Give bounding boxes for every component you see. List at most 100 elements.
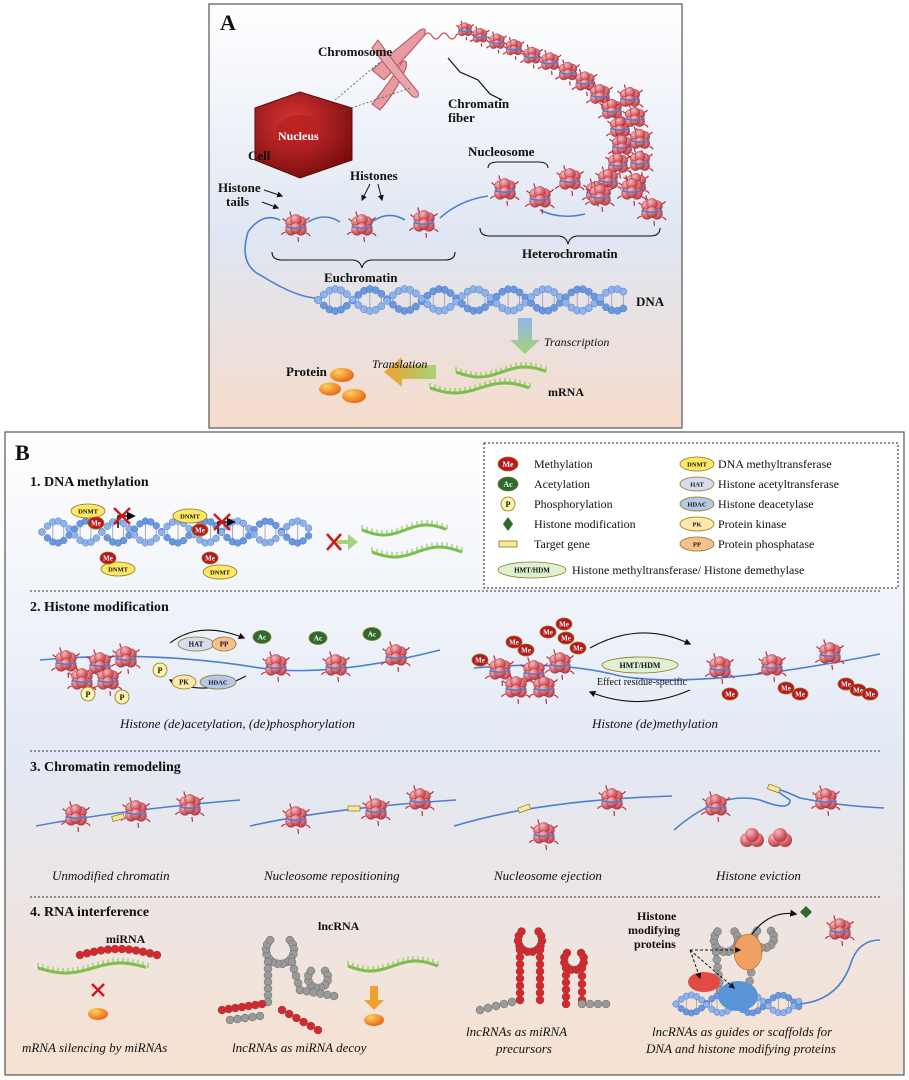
- evicted-histone: [740, 828, 764, 847]
- mirna-bead: [515, 974, 525, 983]
- tails-arrow-2: [261, 201, 280, 210]
- histone-tails-label-1: Histone: [218, 180, 261, 195]
- backbone-bead: [475, 306, 484, 315]
- backbone-bead: [212, 534, 220, 542]
- histones-arrow-2: [377, 183, 384, 202]
- backbone-bead: [319, 301, 328, 310]
- legend-label: Histone acetyltransferase: [718, 477, 839, 491]
- methylation-mark: Me: [555, 617, 573, 631]
- lncrna-bead: [255, 1011, 265, 1021]
- lncrna-bead: [233, 1014, 242, 1024]
- mirna-bead: [535, 974, 545, 983]
- backbone-bead: [272, 521, 280, 530]
- phosphorylation-mark-text: P: [86, 690, 91, 699]
- forward-arrow: [169, 629, 246, 644]
- legend-label: Protein kinase: [718, 517, 786, 531]
- chromosome-icon: [371, 28, 426, 111]
- histone-modification-mark: [800, 906, 812, 918]
- blocked-arrow-icon: [326, 533, 358, 551]
- backbone-bead: [550, 288, 558, 296]
- legend-label: Histone modification: [534, 517, 636, 531]
- backbone-bead: [561, 298, 570, 307]
- mirna-bead: [515, 967, 525, 976]
- dnmt-badge: DNMT: [70, 503, 106, 519]
- effect-residue-specific-label: Effect residue-specific: [597, 677, 688, 688]
- open-nucleosome: [704, 653, 735, 684]
- mirna-bead: [535, 960, 545, 969]
- lncrna-bead: [713, 963, 722, 972]
- nucleosome: [60, 801, 91, 832]
- mirna-bead: [562, 948, 572, 958]
- block-x: [91, 983, 105, 997]
- backbone-bead: [314, 296, 322, 304]
- mirna-bead: [577, 963, 587, 973]
- mirna-bead: [89, 947, 99, 956]
- backbone-bead: [619, 304, 628, 313]
- transcription-label: Transcription: [544, 335, 609, 349]
- backbone-bead: [458, 292, 466, 300]
- mirna-bead: [515, 960, 525, 969]
- dna-thread: [453, 795, 673, 827]
- backbone-bead: [446, 289, 455, 297]
- mirna-bead: [145, 949, 155, 958]
- nucleosome: [280, 803, 311, 834]
- panel-b-letter: B: [15, 440, 30, 465]
- mirna-bead: [561, 963, 571, 973]
- mirna-bead: [96, 946, 106, 955]
- backbone-bead: [584, 288, 593, 296]
- nucleosome: [174, 791, 205, 822]
- backbone-bead: [319, 290, 328, 299]
- euchromatin-nucleosome: [346, 211, 377, 242]
- acetylation-mark-text: Ac: [314, 634, 322, 642]
- legend-pp-icon: PP: [679, 536, 715, 552]
- tails-arrow-1: [263, 189, 284, 198]
- methylation-mark: Me: [557, 631, 575, 645]
- mirna-bead: [535, 988, 545, 998]
- backbone-bead: [60, 536, 68, 544]
- backbone-bead: [299, 537, 307, 545]
- lncrna-bead: [287, 957, 297, 967]
- backbone-bead: [785, 994, 793, 1002]
- backbone-bead: [337, 286, 345, 295]
- euchromatin-label: Euchromatin: [324, 270, 398, 285]
- backbone-bead: [147, 518, 155, 526]
- backbone-bead: [217, 528, 226, 537]
- legend-hdac-icon-text: HDAC: [687, 501, 706, 508]
- caption-eviction: Histone eviction: [715, 868, 801, 883]
- backbone-bead: [602, 288, 610, 297]
- legend-pp-icon-text: PP: [693, 541, 701, 548]
- backbone-bead: [527, 293, 535, 301]
- dnmt-badge-text: DNMT: [78, 508, 99, 515]
- caption-guides-2: DNA and histone modifying proteins: [645, 1041, 836, 1056]
- backbone-bead: [515, 288, 524, 297]
- phosphorylation-mark: P: [80, 686, 96, 702]
- methylation-mark: Me: [505, 635, 523, 649]
- fiber-nucleosome: [615, 84, 644, 113]
- legend-label: Histone deacetylase: [718, 497, 814, 511]
- evicted-histone: [768, 828, 792, 847]
- nucleus-label: Nucleus: [278, 129, 319, 143]
- legend-target-gene-icon: [498, 540, 518, 548]
- legend-hmt-hdm-icon: HMT/HDM: [497, 561, 567, 579]
- backbone-bead: [596, 294, 605, 302]
- heterochromatin-nucleosome: [616, 175, 647, 206]
- nucleosomes-a: [280, 165, 667, 242]
- nucleosome: [120, 797, 151, 828]
- caption-ejection: Nucleosome ejection: [493, 868, 602, 883]
- chromatin-fiber: [455, 20, 654, 207]
- acetylation-mark: Ac: [362, 627, 382, 641]
- backbone-bead: [383, 297, 391, 305]
- backbone-bead: [698, 1004, 705, 1012]
- backbone-bead: [619, 287, 628, 296]
- caption-guides-1: lncRNAs as guides or scaffolds for: [652, 1024, 833, 1039]
- backbone-bead: [377, 302, 386, 310]
- mirna-bead: [561, 971, 571, 980]
- backbone-bead: [440, 306, 449, 315]
- lncrna-bead: [225, 1015, 235, 1025]
- backbone-bead: [43, 522, 52, 530]
- backbone-bead: [354, 301, 363, 309]
- backbone-bead: [348, 295, 357, 304]
- phosphorylation-mark: P: [114, 689, 130, 705]
- mirna-label: miRNA: [106, 932, 146, 946]
- backbone-bead: [277, 529, 285, 537]
